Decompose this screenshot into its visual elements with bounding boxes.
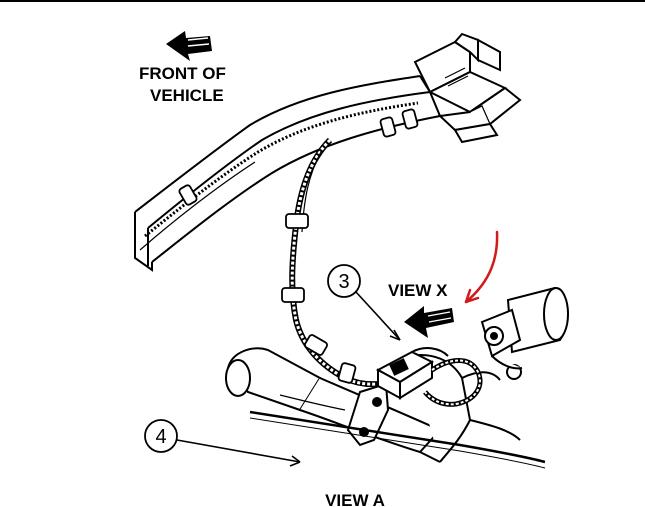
red-annotation-arrow-icon bbox=[464, 230, 499, 304]
brake-cable-rod bbox=[249, 410, 546, 464]
harness-in-rail bbox=[144, 101, 419, 238]
callout-4: 4 bbox=[144, 419, 301, 467]
front-of-vehicle-arrow-icon bbox=[166, 31, 212, 61]
harness-channel-rail bbox=[134, 75, 441, 272]
callout-3: 3 bbox=[327, 264, 401, 341]
front-of-vehicle-label-line1: FRONT OF bbox=[139, 64, 226, 83]
front-of-vehicle-label-line2: VEHICLE bbox=[150, 86, 224, 105]
top-rule bbox=[0, 0, 645, 2]
view-x-label: VIEW X bbox=[388, 281, 448, 300]
callout-4-number: 4 bbox=[155, 426, 166, 448]
callout-3-number: 3 bbox=[338, 271, 349, 293]
view-x-arrow-icon bbox=[404, 306, 454, 338]
rail-clips bbox=[178, 108, 419, 206]
view-a-label: VIEW A bbox=[325, 491, 385, 507]
harness-loop-clips bbox=[281, 213, 357, 384]
sensor-module-item-3 bbox=[375, 347, 449, 400]
harness-connector-block bbox=[413, 32, 522, 144]
right-axle-cylinder bbox=[480, 286, 569, 380]
